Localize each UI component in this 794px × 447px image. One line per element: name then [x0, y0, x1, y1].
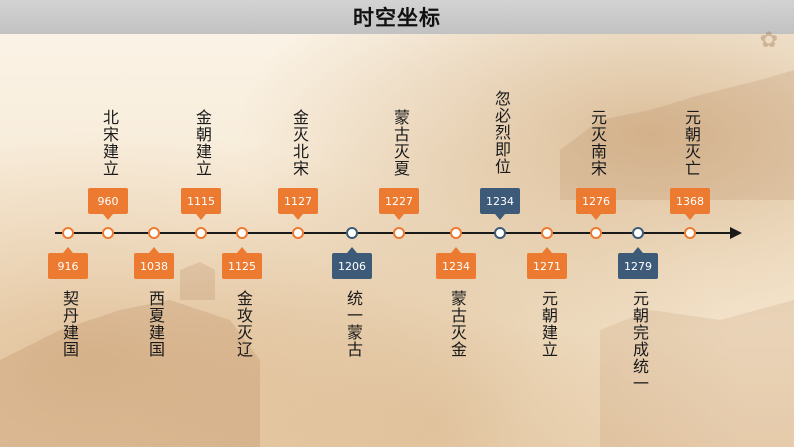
year-badge: 1115: [181, 188, 221, 220]
year-badge: 1125: [222, 247, 262, 279]
event-label: 北宋建立: [100, 109, 119, 177]
event-label: 金朝建立: [193, 109, 212, 177]
year-badge: 1038: [134, 247, 174, 279]
year-badge: 1271: [527, 247, 567, 279]
timeline-node: [590, 227, 602, 239]
event-label: 元朝灭亡: [682, 109, 701, 177]
event-label: 蒙古灭金: [448, 290, 467, 358]
timeline-node: [632, 227, 644, 239]
year-badge: 1368: [670, 188, 710, 220]
timeline-node: [450, 227, 462, 239]
decorative-seal-icon: ✿: [759, 28, 778, 53]
event-label: 金攻灭辽: [234, 290, 253, 358]
timeline-node: [292, 227, 304, 239]
timeline-node: [393, 227, 405, 239]
event-label: 蒙古灭夏: [391, 109, 410, 177]
year-badge: 1234: [436, 247, 476, 279]
timeline-node: [236, 227, 248, 239]
year-badge: 1276: [576, 188, 616, 220]
event-label: 元朝完成统一: [630, 290, 649, 392]
title-bar: 时空坐标: [0, 0, 794, 34]
event-label: 契丹建国: [60, 290, 79, 358]
year-badge: 1234: [480, 188, 520, 220]
event-label: 元朝建立: [539, 290, 558, 358]
event-label: 金灭北宋: [290, 109, 309, 177]
timeline-node: [494, 227, 506, 239]
page-title: 时空坐标: [353, 6, 441, 30]
year-badge: 1127: [278, 188, 318, 220]
event-label: 元灭南宋: [588, 109, 607, 177]
timeline-node: [102, 227, 114, 239]
timeline-node: [62, 227, 74, 239]
timeline-node: [684, 227, 696, 239]
event-label: 西夏建国: [146, 290, 165, 358]
event-label: 统一蒙古: [344, 290, 363, 358]
timeline-node: [346, 227, 358, 239]
year-badge: 916: [48, 247, 88, 279]
timeline-arrow-icon: [730, 227, 742, 239]
timeline-node: [541, 227, 553, 239]
year-badge: 1227: [379, 188, 419, 220]
year-badge: 1206: [332, 247, 372, 279]
timeline-node: [148, 227, 160, 239]
timeline-node: [195, 227, 207, 239]
year-badge: 960: [88, 188, 128, 220]
year-badge: 1279: [618, 247, 658, 279]
event-label: 忽必烈即位: [492, 90, 511, 175]
